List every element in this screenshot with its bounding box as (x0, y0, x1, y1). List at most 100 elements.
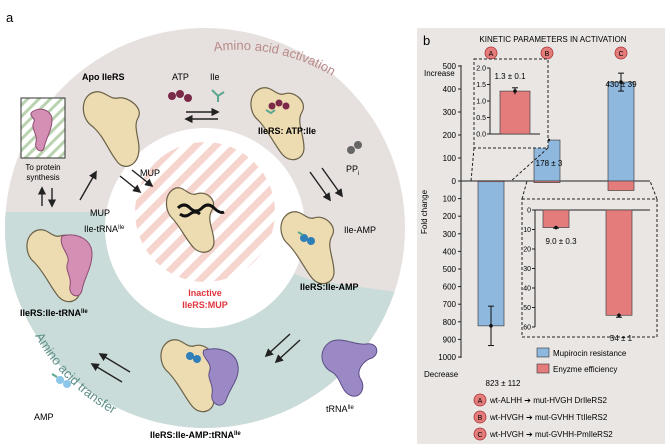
inset-a-tick-label: 2.0 (476, 66, 486, 73)
category-badge-label: B (545, 51, 550, 58)
y-tick-label: 500 (443, 62, 457, 71)
mutant-c-badge: C (477, 432, 482, 439)
point-efficiency-B (554, 225, 558, 230)
mutant-c-text: wt-HVGH ➔ mut-GVHH-PmIleRS2 (489, 430, 613, 439)
mutant-key-c: C wt-HVGH ➔ mut-GVHH-PmIleRS2 (473, 427, 613, 441)
y-ticks: 1002003004005000100200300400500600700800… (438, 62, 461, 362)
inset-a-tick-label: 0.5 (476, 115, 486, 122)
panel-a-letter: a (6, 10, 14, 25)
inset-bc-tick-label: 60 (523, 325, 531, 332)
inset-bc-frame (521, 198, 658, 338)
mutant-a-text: wt-ALHH ➔ mut-HVGH DrIleRS2 (489, 396, 608, 405)
y-tick-label: 100 (443, 195, 457, 204)
arrow-to-ile-amp-fwd (309, 171, 331, 202)
y-tick-label: 700 (443, 300, 457, 309)
charged-trna-shape (60, 234, 93, 297)
inset-a-connector-left (470, 147, 475, 182)
arrow-charged-to-apo (79, 170, 97, 201)
category-badge-label: A (489, 51, 494, 58)
y-tick-label: 500 (443, 265, 457, 274)
mutant-a-badge: A (478, 398, 483, 405)
mutant-key: A wt-ALHH ➔ mut-HVGH DrIleRS2 B wt-HVGH … (473, 393, 613, 441)
charged-state-label: IleRS:Ile-tRNAIle (20, 308, 88, 318)
arrow-transfer-rev (90, 363, 123, 383)
ile-trna-label: Ile-tRNAIle (84, 224, 125, 234)
inset-a-connector-right (510, 147, 549, 182)
protein-synthesis-line2: synthesis (26, 173, 59, 182)
inset-bc-tick-label: 30 (523, 266, 531, 273)
protein-trna-shape (30, 108, 53, 152)
value-label-mupirocin-A: 823 ± 112 (486, 379, 521, 388)
mup-left-label: MUP (90, 208, 110, 218)
trna-bound-shape (202, 348, 239, 406)
inset-bc-tick-label: 0 (527, 208, 531, 215)
ternary-bound-molecule (186, 352, 201, 363)
bar-efficiency-B (542, 209, 570, 228)
bar-efficiency-A (499, 90, 531, 135)
atp-ile-bound-molecule (265, 99, 290, 115)
ternary-state-label: IleRS:Ile-AMP:tRNAIle (150, 430, 241, 440)
inactive-label-line2: IleRS:MUP (182, 300, 228, 310)
value-label-mupirocin-C: 430 ± 39 (605, 80, 637, 89)
y-tick-label: 200 (443, 212, 457, 221)
mutant-key-a: A wt-ALHH ➔ mut-HVGH DrIleRS2 (473, 393, 608, 407)
y-tick-label: 600 (443, 283, 457, 292)
inset-bc-tick-label: 40 (523, 286, 531, 293)
arrow-apo-to-mup-rev (131, 169, 154, 188)
ile-amp-state-label: IleRS:Ile-AMP (300, 282, 359, 292)
legend: Mupirocin resistance Enyzme efficiency (536, 347, 627, 374)
y-tick-label: 300 (443, 108, 457, 117)
bar-efficiency-C (605, 209, 633, 316)
amp-label: AMP (34, 412, 54, 422)
chart-title: KINETIC PARAMETERS IN ACTIVATION (479, 35, 626, 44)
value-label-efficiency-C: 54 ± 1 (610, 334, 633, 343)
atp-label: ATP (172, 72, 189, 82)
arrow-to-ile-amp-rev (321, 167, 343, 198)
inset-bc-tick-label: 50 (523, 305, 531, 312)
y-tick-label: 400 (443, 247, 457, 256)
trna-label: tRNAIle (326, 404, 355, 414)
legend-swatch-mupirocin (536, 347, 550, 358)
bar-efficiency-main-C (607, 180, 635, 191)
inset-bc-connector-right (649, 180, 658, 200)
ile-amp-label: Ile-AMP (344, 225, 376, 235)
y-tick-label: 1000 (438, 353, 456, 362)
ile-amp-bound-molecule (297, 231, 315, 245)
bar-mupirocin-C (607, 81, 635, 182)
y-tick-label: 0 (452, 177, 457, 186)
pp-molecule (347, 141, 362, 154)
decrease-label: Decrease (424, 370, 459, 379)
mutant-b-text: wt-HVGH ➔ mut-GVHH TtIleRS2 (489, 413, 608, 422)
enzyme-shapes (26, 87, 335, 413)
amp-molecule (51, 373, 71, 388)
reaction-arrows (37, 107, 343, 383)
y-tick-label: 100 (443, 154, 457, 163)
legend-swatch-efficiency (536, 363, 550, 374)
inset-a-tick-label: 0.0 (476, 132, 486, 139)
bar-efficiency-main-B (533, 180, 561, 183)
inactive-enzyme (165, 187, 215, 253)
atp-ile-enzyme (250, 87, 305, 161)
category-badge-circle (614, 46, 628, 60)
inset-bc-connector-left (521, 180, 528, 200)
legend-label-mupirocin: Mupirocin resistance (553, 349, 627, 358)
value-label-efficiency-A: 1.3 ± 0.1 (494, 72, 526, 81)
y-tick-label: 400 (443, 85, 457, 94)
arrow-trna-binding-rev (264, 333, 291, 358)
inset-bc-tick-label: 20 (523, 247, 531, 254)
inset-a: 0.00.51.01.52.0 (473, 58, 549, 149)
inset-a-tick-label: 1.5 (476, 82, 486, 89)
ile-amp-enzyme (280, 211, 335, 285)
atp-molecule (168, 90, 192, 102)
point-mupirocin-C (619, 80, 623, 84)
value-label-mupirocin-B: 178 ± 3 (536, 159, 563, 168)
y-tick-label: 200 (443, 131, 457, 140)
bars (477, 72, 635, 347)
bar-efficiency-main-A (477, 180, 505, 183)
arrow-trna-binding-fwd (274, 339, 301, 364)
y-tick-label: 800 (443, 318, 457, 327)
